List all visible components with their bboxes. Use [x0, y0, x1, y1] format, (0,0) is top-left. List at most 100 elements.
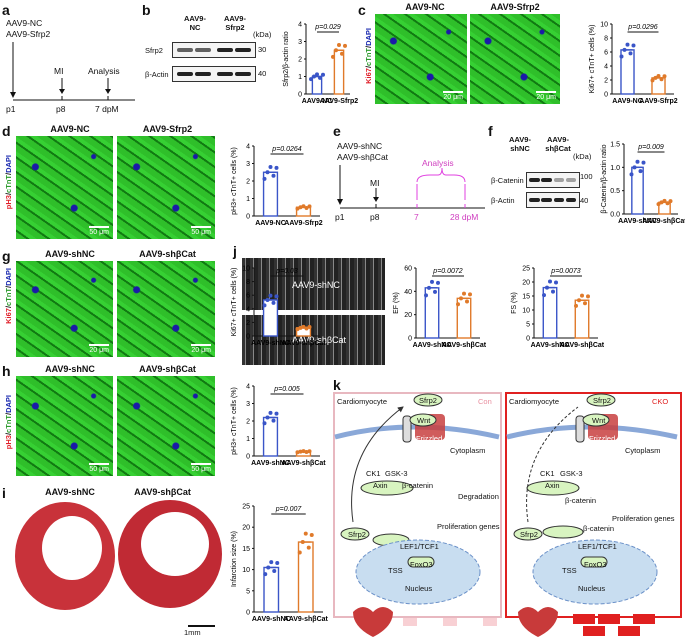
chart-fs: 0510152025AAV9-shNCAAV9-shβCatp=0.0073FS… [511, 266, 605, 350]
x-tick-label: AAV9-shβCat [560, 342, 605, 349]
p-value: p=0.0072 [432, 268, 462, 275]
micrograph: 20 μm [16, 261, 113, 357]
cell-title: Cardiomyocyte [509, 397, 560, 406]
data-point [307, 449, 312, 454]
data-point [269, 560, 274, 565]
kda-label: (kDa) [573, 152, 592, 161]
data-point [334, 48, 338, 53]
micrograph: 50 μm [117, 136, 215, 239]
diagram-box-con [333, 392, 502, 618]
bar [333, 49, 345, 95]
data-point [586, 294, 590, 299]
data-point [545, 285, 549, 290]
panel-label-e: e [333, 123, 341, 139]
x-tick-label: AAV9-NC [612, 98, 643, 105]
data-point [300, 540, 305, 545]
y-tick-label: 1.0 [610, 165, 620, 172]
data-point [656, 73, 661, 78]
sfrp2-label: Sfrp2 [593, 396, 611, 405]
x-tick-label: AAV9-NC [255, 220, 286, 227]
data-point [580, 293, 584, 298]
blot-col-label: AAV9- NC [184, 14, 206, 32]
y-tick-label: 0 [298, 92, 302, 99]
foxo3-label: FoxO3 [410, 560, 433, 569]
data-point [266, 565, 271, 570]
sfrp2-label: Sfrp2 [520, 530, 538, 539]
panel-label-k: k [333, 377, 341, 393]
y-tick-label: 6 [246, 293, 250, 300]
cytoplasm-label: Cytoplasm [450, 446, 486, 455]
data-point [304, 205, 309, 210]
y-axis-label: β-Catenin/β-actin ratio [601, 144, 608, 213]
data-point [301, 324, 306, 329]
data-point [265, 297, 270, 302]
p-value: p=0.03 [275, 268, 298, 275]
y-axis-label: pH3+ cTnT+ cells (%) [231, 147, 238, 215]
y-tick-label: 4 [298, 22, 302, 29]
data-point [629, 172, 634, 177]
y-tick-label: 1.5 [610, 142, 620, 149]
panel-label-a: a [2, 2, 10, 18]
panel-label-i: i [2, 485, 6, 501]
data-point [274, 411, 279, 416]
mi-label: MI [370, 178, 380, 188]
data-point [271, 418, 276, 423]
data-point [337, 43, 341, 47]
gsk-label: GSK-3 [385, 469, 408, 478]
data-point [318, 75, 322, 80]
tss-label: TSS [562, 566, 577, 575]
y-tick-label: 3 [246, 161, 250, 168]
data-point [307, 325, 312, 330]
data-point [301, 204, 306, 209]
y-tick-label: 6 [604, 50, 608, 57]
y-tick-label: 0.5 [610, 188, 620, 195]
data-point [635, 159, 640, 164]
group-label: AAV9-NC [6, 18, 43, 28]
y-tick-label: 4 [246, 144, 250, 151]
data-point [462, 291, 466, 296]
condition-tag: Con [478, 397, 492, 406]
x-tick-label: AAV9-Sfrp2 [639, 98, 677, 105]
time-label: 28 dpM [450, 212, 479, 222]
data-point [650, 78, 655, 83]
data-point [268, 165, 273, 169]
data-point [307, 204, 312, 209]
data-point [653, 75, 658, 80]
data-point [619, 54, 624, 59]
data-point [263, 572, 268, 577]
data-point [274, 165, 279, 170]
data-point [430, 279, 434, 284]
time-label: p1 [335, 212, 345, 222]
axin-label: Axin [545, 481, 560, 490]
time-label: p8 [370, 212, 380, 222]
y-tick-label: 0 [246, 454, 250, 461]
blot-row-label: β-Catenin [491, 176, 524, 185]
y-tick-label: 0 [246, 610, 250, 617]
x-tick-label: AAV9-shNC [618, 218, 657, 225]
y-tick-label: 1 [246, 436, 250, 443]
micro-col-header: AAV9-shNC [45, 364, 95, 374]
data-point [268, 410, 273, 415]
data-point [427, 285, 431, 290]
data-point [459, 296, 463, 301]
data-point [301, 449, 306, 454]
gsk-label: GSK-3 [560, 469, 583, 478]
data-point [262, 303, 267, 308]
x-tick-label: AAV9-shNC [413, 342, 452, 349]
y-axis-label: EF (%) [393, 292, 400, 314]
blot-col-label: AAV9- shNC [509, 135, 531, 153]
tss-label: TSS [388, 566, 403, 575]
y-tick-label: 20 [404, 312, 412, 319]
blot-col-label: AAV9- Sfrp2 [224, 14, 246, 32]
bar [631, 166, 644, 215]
micrograph: 50 μm [117, 376, 215, 476]
data-point [295, 327, 300, 332]
lef-label: LEF1/TCF1 [400, 542, 439, 551]
data-point [304, 449, 309, 454]
timeline-arrows [10, 42, 135, 101]
y-tick-label: 4 [246, 384, 250, 391]
frizzled-label: Frizzled [416, 434, 443, 443]
data-point [622, 47, 627, 52]
nucleus-label: Nucleus [405, 584, 433, 593]
